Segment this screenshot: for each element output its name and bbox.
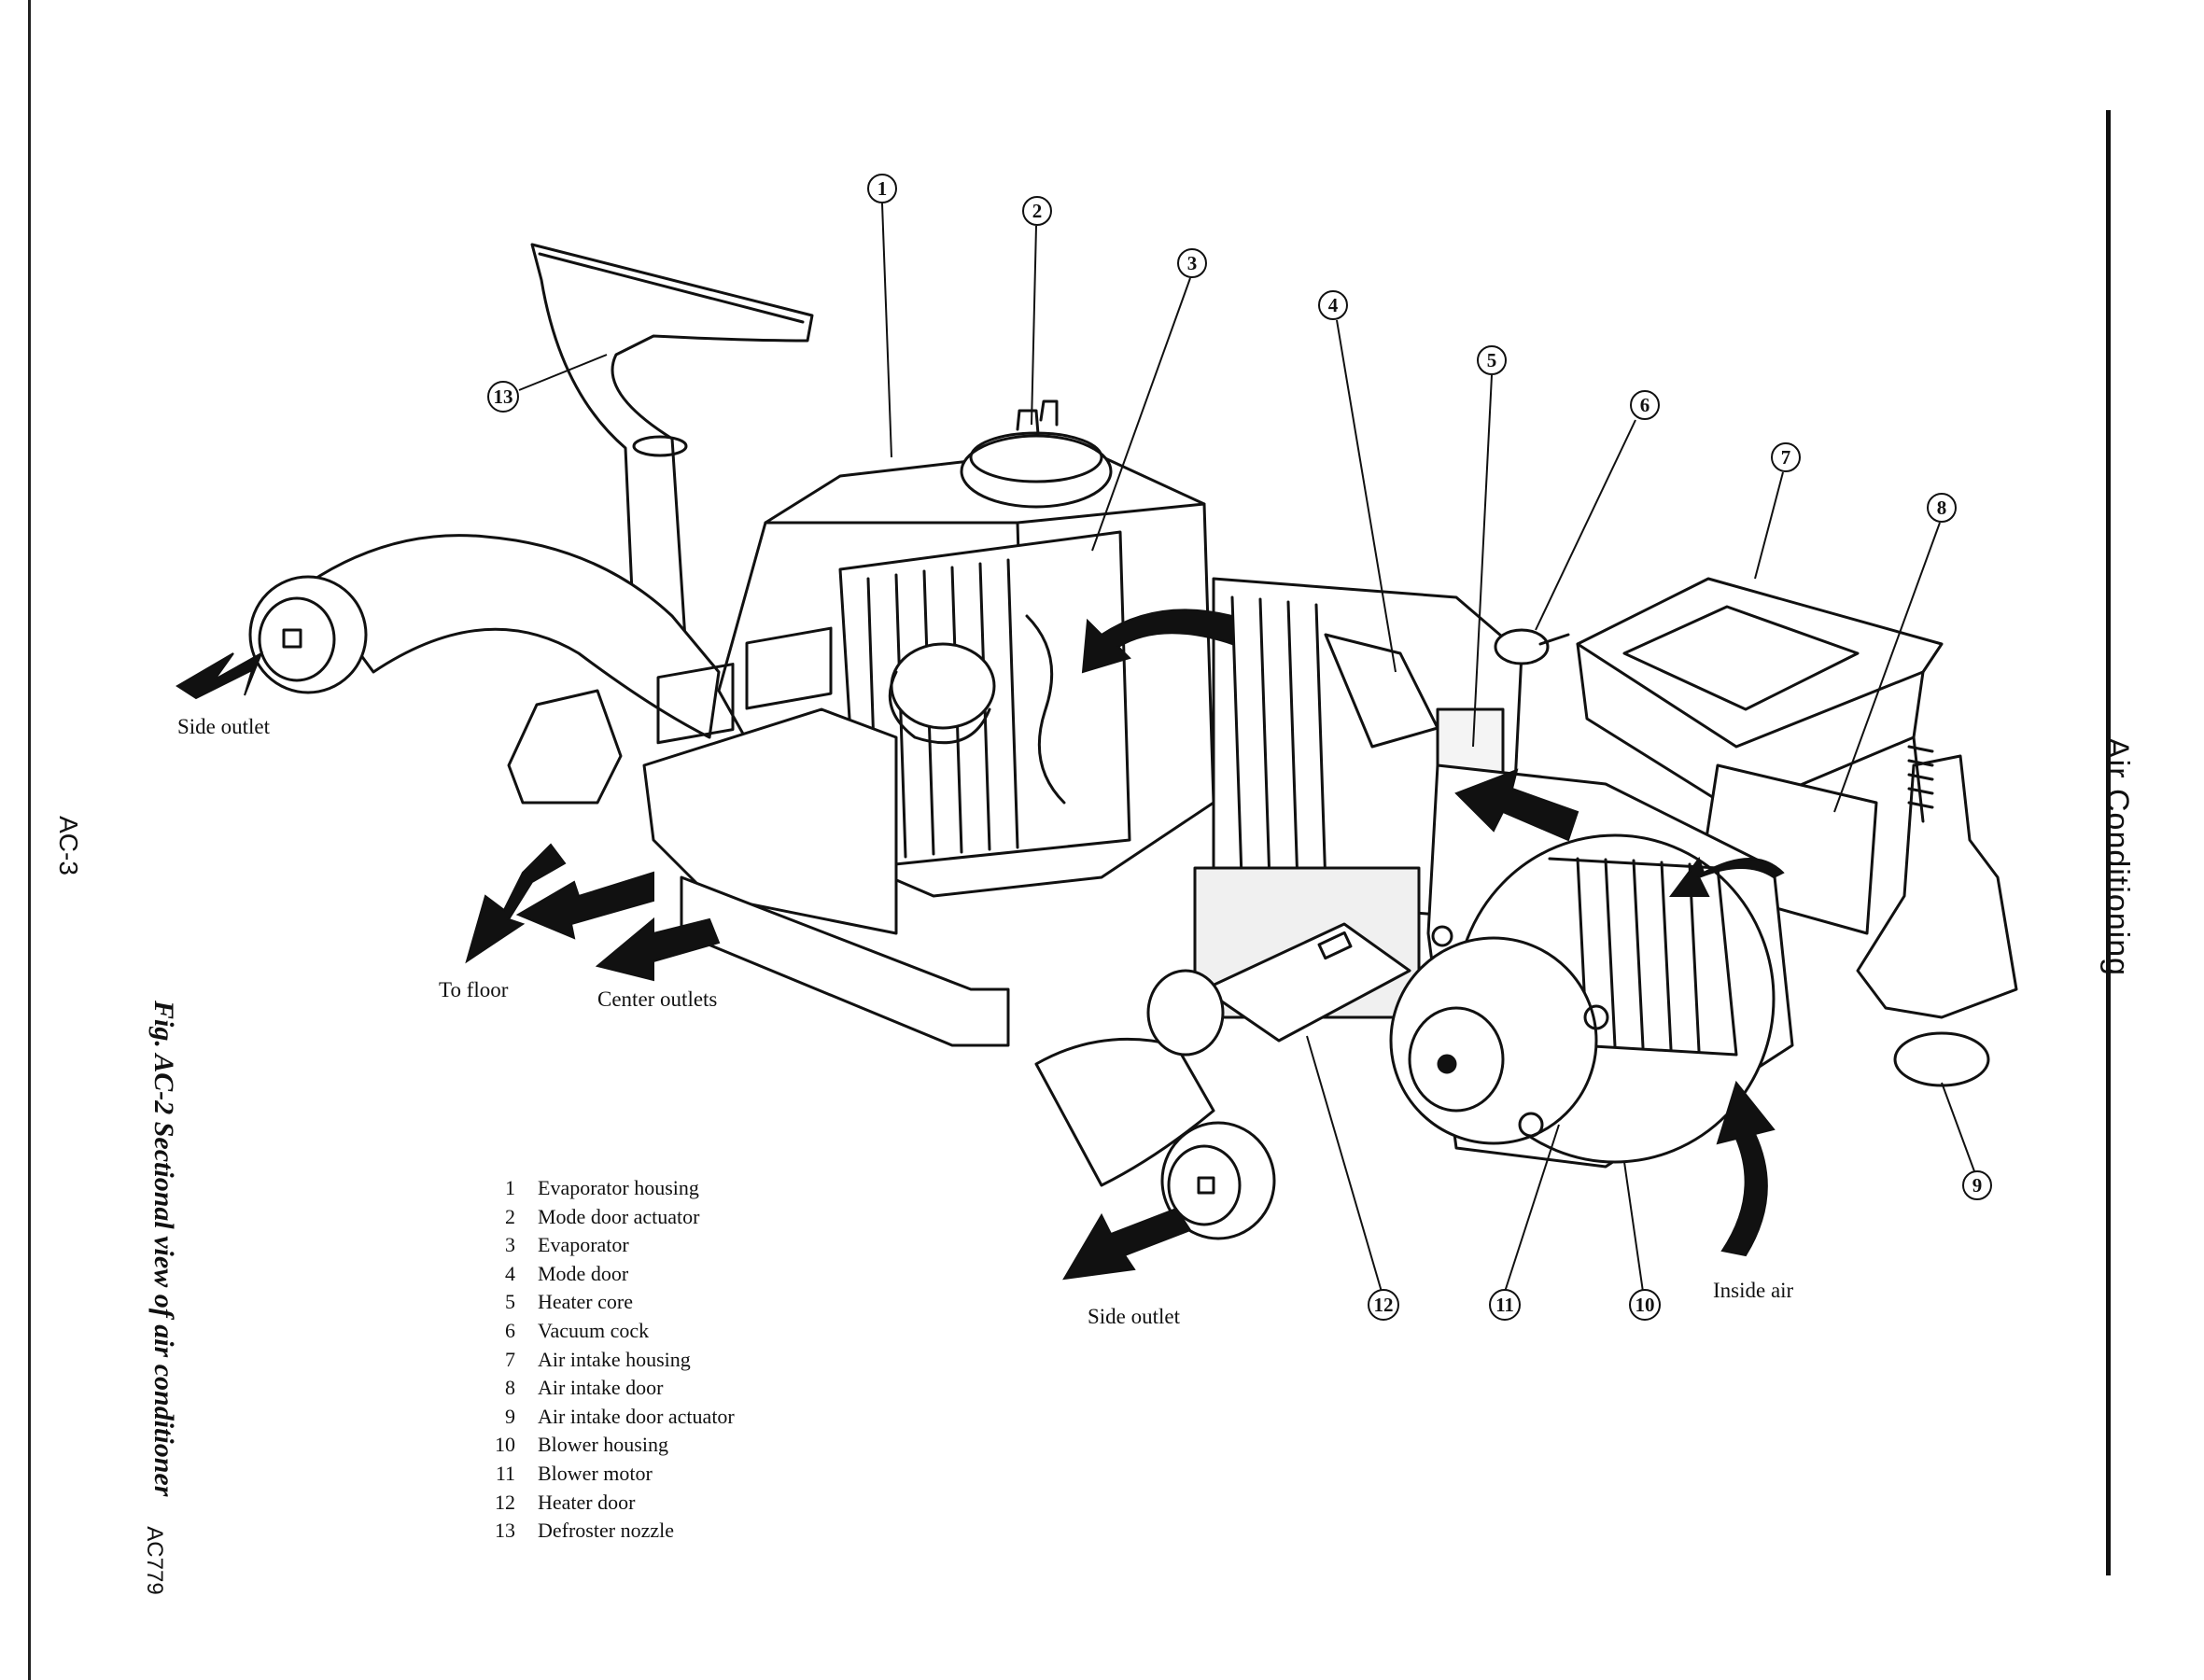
airflow-arrows — [175, 609, 1785, 1281]
callout-13-number: 13 — [494, 385, 513, 408]
callout-1: 1 — [867, 174, 897, 203]
arrow-heater-flow — [1454, 768, 1579, 842]
lower-side-outlet — [1034, 969, 1276, 1240]
callout-12-number: 12 — [1374, 1294, 1394, 1316]
arrow-evaporator-flow — [1081, 609, 1233, 674]
callout-7-number: 7 — [1781, 446, 1791, 469]
arrow-side-outlet-bottom — [1062, 1207, 1192, 1281]
label-to-floor: To floor — [439, 978, 509, 1001]
callout-12: 12 — [1368, 1289, 1399, 1321]
callout-11-number: 11 — [1495, 1294, 1514, 1316]
callout-11: 11 — [1489, 1289, 1521, 1321]
arrow-side-outlet-left — [175, 651, 263, 700]
callout-4: 4 — [1318, 290, 1348, 320]
arrow-inside-air — [1716, 1080, 1776, 1257]
callout-3: 3 — [1177, 248, 1207, 278]
callout-7: 7 — [1771, 442, 1801, 472]
left-side-duct — [248, 534, 721, 739]
callout-leaders — [518, 203, 1975, 1293]
arrow-center-outlets — [595, 917, 721, 982]
floor-duct-stub — [507, 689, 623, 805]
callout-2-number: 2 — [1032, 200, 1043, 222]
air-intake-door-actuator — [1856, 735, 2018, 1087]
callout-10-number: 10 — [1635, 1294, 1655, 1316]
callout-9: 9 — [1962, 1170, 1992, 1200]
callout-8: 8 — [1927, 493, 1957, 523]
callout-6: 6 — [1630, 390, 1660, 420]
callout-markers: 1 2 3 4 5 6 7 8 9 10 11 12 13 — [487, 174, 1992, 1321]
mode-door-actuator — [960, 399, 1113, 509]
callout-6-number: 6 — [1640, 394, 1650, 416]
label-side-outlet-bottom: Side outlet — [1088, 1305, 1181, 1328]
heater-door — [1202, 922, 1411, 1043]
arrow-blower-inlet — [1669, 856, 1785, 897]
callout-8-number: 8 — [1937, 497, 1947, 519]
label-inside-air: Inside air — [1713, 1279, 1794, 1302]
arrow-to-floor-2 — [515, 871, 654, 940]
callout-1-number: 1 — [877, 177, 888, 200]
arrow-to-floor-1 — [465, 843, 567, 964]
callout-4-number: 4 — [1328, 294, 1339, 316]
callout-10: 10 — [1629, 1289, 1661, 1321]
page-border-left — [28, 0, 31, 1680]
label-center-outlets: Center outlets — [597, 987, 717, 1011]
callout-5: 5 — [1477, 345, 1507, 375]
page-rule-right — [2106, 110, 2111, 1575]
evaporator-coil — [838, 530, 1131, 870]
callout-2: 2 — [1022, 196, 1052, 226]
callout-9-number: 9 — [1972, 1174, 1983, 1197]
callout-3-number: 3 — [1187, 252, 1198, 274]
vacuum-cock — [1494, 628, 1570, 665]
callout-13: 13 — [487, 381, 519, 413]
label-side-outlet-left: Side outlet — [177, 715, 271, 738]
callout-5-number: 5 — [1487, 349, 1497, 371]
